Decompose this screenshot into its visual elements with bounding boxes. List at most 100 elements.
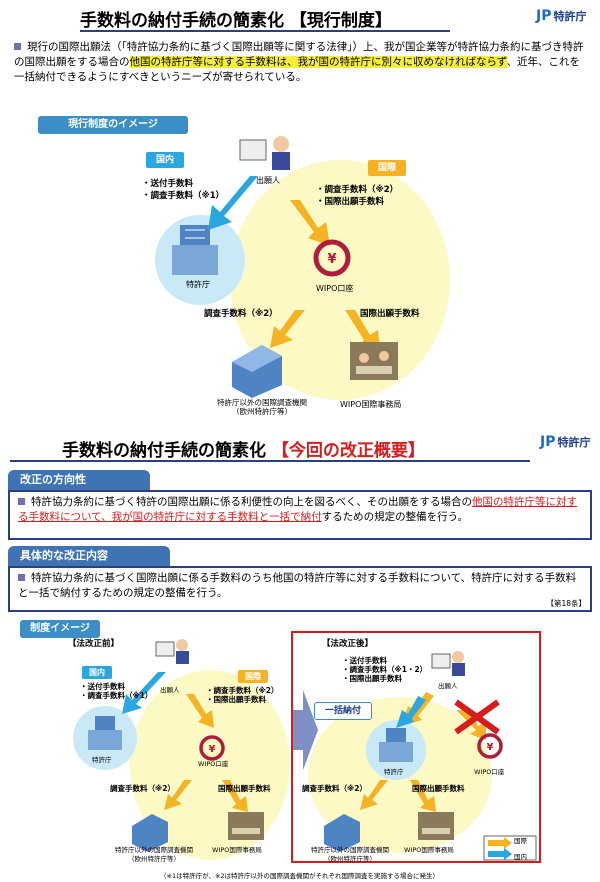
intl-fee-list: ・調査手数料（※2） ・国際出願手数料 xyxy=(316,184,398,208)
direction-post: するための規定の整備を行う。 xyxy=(321,511,469,523)
ib-label: WIPO国際事務局 xyxy=(340,400,402,409)
before-domestic-fee-list: ・送付手数料 ・調査手数料（※1） xyxy=(80,682,153,700)
before-ib-label: WIPO国際事務局 xyxy=(212,846,262,854)
wipo-logo-icon: ¥ xyxy=(313,239,351,277)
legend-domestic-label: 国内 xyxy=(514,853,527,861)
title-underline xyxy=(80,30,450,32)
applicant-label: 出願人 xyxy=(256,176,280,185)
before-intl-fee-item: ・国際出願手数料 xyxy=(206,695,266,704)
legend-intl-arrow xyxy=(488,837,512,849)
before-search-fee-label: 調査手数料（※2） xyxy=(110,784,176,793)
jpo-logo-text-2: 特許庁 xyxy=(557,436,591,449)
jpo-logo-icon-2: JP xyxy=(540,434,556,450)
after-frame xyxy=(291,631,541,863)
before-isa-line1: 特許庁以外の国際調査機関 xyxy=(115,846,193,854)
content-text-body: 特許協力条約に基づく国際出願に係る手数料のうち他国の特許庁等に対する手数料につい… xyxy=(18,572,577,599)
before-isa-label: 特許庁以外の国際調査機関 （欧州特許庁等） xyxy=(100,846,208,864)
direction-text: 特許協力条約に基づく特許の国際出願に係る利便性の向上を図るべく、その出願をする場… xyxy=(18,495,584,525)
before-intl-arrow xyxy=(186,694,214,728)
before-wipo-account-label: WIPO口座 xyxy=(198,760,229,768)
current-diagram: ¥ xyxy=(155,136,450,400)
after-isa-line1: 特許庁以外の国際調査機関 xyxy=(311,846,389,854)
transition-arrow xyxy=(293,690,318,770)
after-applicant-icon xyxy=(431,651,465,676)
title-main: 手数料の納付手続の簡素化 xyxy=(80,11,284,31)
footnote: （※1は特許庁が、※2は特許庁以外の国際調査機関がそれぞれ国際調査を実施する場合… xyxy=(160,872,440,880)
direction-red: 他国の特許庁等に対する手数料について、我が国の特許庁に対する手数料と一括で納付 xyxy=(18,496,577,523)
after-jpo-building-icon xyxy=(379,728,413,762)
after-fee-item: ・調査手数料（※1・2） xyxy=(342,665,428,674)
jpo-logo-text: 特許庁 xyxy=(553,10,587,23)
before-applicant-icon xyxy=(155,639,189,664)
after-applicant-label: 出願人 xyxy=(438,682,458,690)
bullet-icon xyxy=(18,498,25,505)
before-ib-photo-icon xyxy=(228,812,264,840)
applicant-icon xyxy=(239,136,290,170)
after-domestic-arrow xyxy=(396,696,426,728)
jpo-building-icon xyxy=(172,225,218,275)
amendment-diagram: ¥ xyxy=(73,631,541,863)
content-heading: 具体的な改正内容 xyxy=(8,546,170,566)
before-arrow-to-ib xyxy=(222,780,248,812)
svg-text:¥: ¥ xyxy=(487,742,494,753)
isa-label: 特許庁以外の国際調査機関 （欧州特許庁等） xyxy=(196,398,328,416)
before-applicant-label: 出願人 xyxy=(160,686,180,694)
after-isa-line2: （欧州特許庁等） xyxy=(324,855,376,863)
before-domestic-fee-item: ・送付手数料 xyxy=(80,682,125,691)
page-title: 手数料の納付手続の簡素化 【現行制度】 xyxy=(80,6,392,31)
international-tag: 国際 xyxy=(368,160,406,176)
image-label-2: 制度イメージ xyxy=(20,620,100,638)
image-label: 現行制度のイメージ xyxy=(38,116,188,134)
domestic-fee-list: ・送付手数料 ・調査手数料（※1） xyxy=(142,178,224,202)
ib-photo-icon xyxy=(350,342,398,380)
bullet-icon xyxy=(18,574,25,581)
content-box: 特許協力条約に基づく国際出願に係る手数料のうち他国の特許庁等に対する手数料につい… xyxy=(8,566,592,612)
intl-filing-fee-label: 国際出願手数料 xyxy=(360,309,420,319)
before-intl-filing-fee-label: 国際出願手数料 xyxy=(218,784,271,793)
before-domestic-arrow xyxy=(122,672,166,714)
after-ib-photo-icon xyxy=(418,812,454,840)
intl-fee-item: ・国際出願手数料 xyxy=(316,197,385,207)
domestic-fee-item: ・調査手数料（※1） xyxy=(142,191,225,201)
after-fee-item: ・国際出願手数料 xyxy=(342,674,402,683)
svg-text:¥: ¥ xyxy=(209,744,216,755)
after-wipo-account-label: WIPO口座 xyxy=(474,768,505,776)
after-intl-filing-fee-label: 国際出願手数料 xyxy=(412,784,465,793)
page-title-2: 手数料の納付手続の簡素化 【今回の改正概要】 xyxy=(62,436,425,461)
domestic-tag: 国内 xyxy=(146,152,184,168)
after-isa-label: 特許庁以外の国際調査機関 （欧州特許庁等） xyxy=(296,846,404,864)
intro-paragraph: 現行の国際出願法（「特許協力条約に基づく国際出願等に関する法律」）上、我が国企業… xyxy=(14,40,590,85)
before-intl-fee-item: ・調査手数料（※2） xyxy=(206,686,279,695)
blocked-route-icon xyxy=(454,699,500,740)
domestic-arrow xyxy=(208,176,258,230)
before-jpo-label: 特許庁 xyxy=(92,756,112,764)
after-search-fee-label: 調査手数料（※2） xyxy=(302,784,368,793)
lump-sum-badge: 一括納付 xyxy=(314,702,372,720)
direction-box: 特許協力条約に基づく特許の国際出願に係る利便性の向上を図るべく、その出願をする場… xyxy=(8,490,592,540)
before-label: 【法改正前】 xyxy=(68,639,120,649)
after-isa-building-icon xyxy=(324,814,360,852)
after-wipo-logo-icon: ¥ xyxy=(477,733,503,759)
intro-post: 、近年、これを一括納付できるようにすべきというニーズが寄せられている。 xyxy=(14,56,581,83)
after-jpo-label: 特許庁 xyxy=(384,768,404,776)
arrow-to-ib xyxy=(345,310,380,352)
jpo-logo: JP 特許庁 xyxy=(536,8,586,24)
after-fee-item: ・送付手数料 xyxy=(342,656,387,665)
direction-heading: 改正の方向性 xyxy=(8,470,150,490)
before-arrow-to-isa xyxy=(164,780,192,810)
content-text: 特許協力条約に基づく国際出願に係る手数料のうち他国の特許庁等に対する手数料につい… xyxy=(18,571,584,601)
after-ib-label: WIPO国際事務局 xyxy=(404,846,454,854)
intro-highlight: 他国の特許庁等に対する手数料は、我が国の特許庁に別々に収めなければならず xyxy=(129,56,507,68)
after-label: 【法改正後】 xyxy=(322,639,374,649)
after-arrow-to-ib xyxy=(410,780,436,812)
isa-line1: 特許庁以外の国際調査機関 xyxy=(217,398,307,407)
title-main-2: 手数料の納付手続の簡素化 xyxy=(62,441,266,461)
before-intl-tag: 国際 xyxy=(238,670,268,683)
title-bracket-2: 【今回の改正概要】 xyxy=(271,441,425,461)
jpo-label: 特許庁 xyxy=(186,280,210,289)
before-wipo-logo-icon: ¥ xyxy=(199,735,225,761)
isa-line2: （欧州特許庁等） xyxy=(232,407,292,416)
before-jpo-building-icon xyxy=(88,716,122,750)
search-fee-label: 調査手数料（※2） xyxy=(204,309,278,319)
before-isa-line2: （欧州特許庁等） xyxy=(128,855,180,863)
